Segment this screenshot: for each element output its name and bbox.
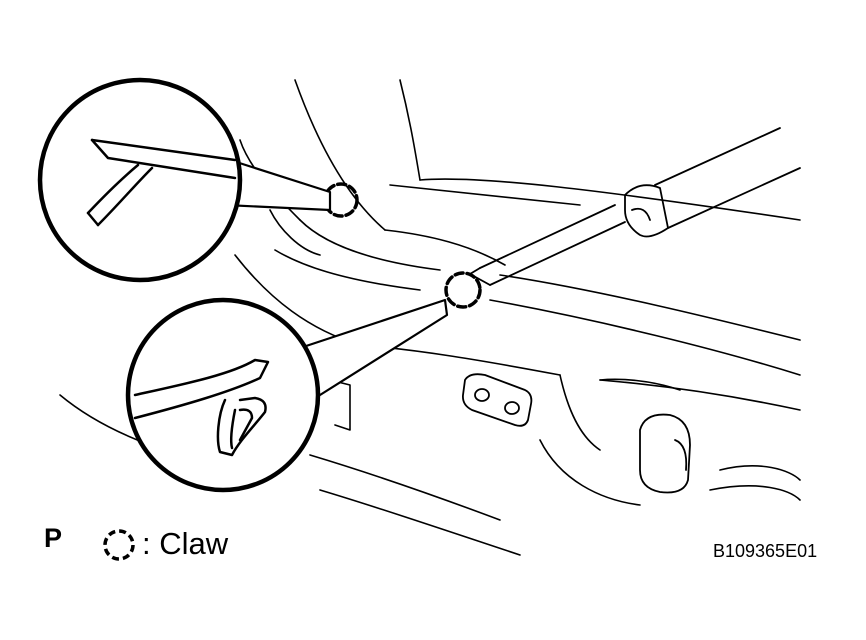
claw-detail-lower [133,358,270,457]
dashed-circle-icon [103,529,135,561]
claw-marker-lower [444,271,482,309]
claw-legend-label: : Claw [142,526,229,561]
detail-callout-lower [125,297,449,493]
claw-detail-upper [86,138,237,227]
seat-outline [59,79,801,556]
detail-callout-upper [37,77,332,283]
seat-lever-knob [639,413,691,494]
view-marker: P [44,523,63,553]
seat-switch-panel [462,373,533,427]
claw-legend: : Claw [100,524,228,564]
figure-code: B109365E01 [713,541,818,561]
screwdriver-icon [469,127,801,286]
